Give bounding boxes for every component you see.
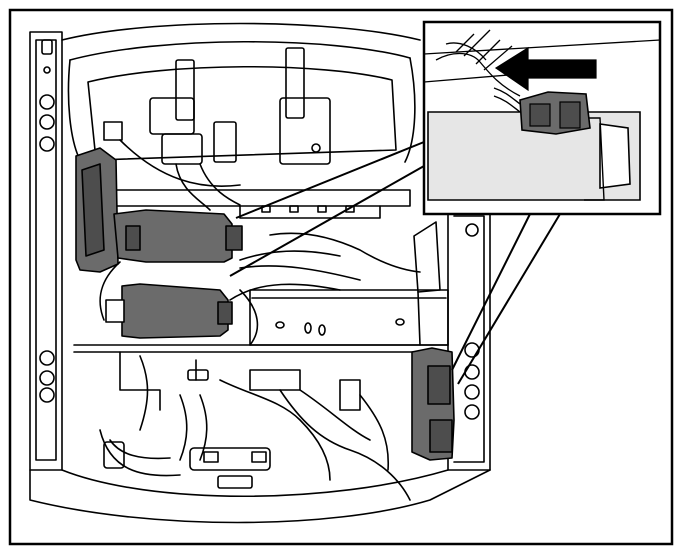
small-connector bbox=[187, 369, 209, 381]
seat-back-inner bbox=[87, 65, 397, 161]
lower-motor-connector bbox=[217, 301, 233, 325]
outer-frame bbox=[8, 8, 674, 546]
magnified-inset bbox=[422, 20, 662, 216]
bracket-tab bbox=[175, 59, 195, 121]
rail-hole bbox=[39, 370, 55, 386]
rail-hole bbox=[464, 404, 480, 420]
rail-hole bbox=[39, 350, 55, 366]
upper-bracket bbox=[279, 97, 331, 165]
lower-connector bbox=[249, 369, 301, 391]
rail-hole bbox=[464, 342, 480, 358]
seat-frame bbox=[29, 22, 491, 524]
direction-arrow-icon bbox=[494, 46, 597, 92]
connector-block bbox=[161, 133, 203, 165]
rail-hole bbox=[39, 136, 55, 152]
rail-hole bbox=[464, 384, 480, 400]
rail-hole bbox=[39, 387, 55, 403]
cross-member bbox=[249, 289, 449, 346]
tube-end-cap bbox=[599, 123, 631, 189]
left-side-rail bbox=[29, 31, 63, 471]
highlighted-parts bbox=[75, 147, 455, 461]
seat-bottom-edge bbox=[29, 469, 491, 524]
bottom-clip bbox=[189, 447, 271, 471]
lower-connector bbox=[339, 379, 361, 411]
bracket-tab bbox=[285, 47, 305, 119]
rail-hole bbox=[39, 94, 55, 110]
rail-hole bbox=[39, 114, 55, 130]
upper-tray bbox=[105, 189, 411, 207]
connector-block bbox=[213, 121, 237, 163]
upper-motor-connector bbox=[225, 225, 243, 251]
callout-leaders bbox=[229, 141, 561, 385]
lower-motor-end bbox=[105, 299, 125, 323]
upper-motor bbox=[113, 209, 233, 263]
rail-top-slot bbox=[41, 39, 53, 55]
lower-motor bbox=[121, 283, 229, 339]
rail-hole bbox=[465, 223, 479, 237]
